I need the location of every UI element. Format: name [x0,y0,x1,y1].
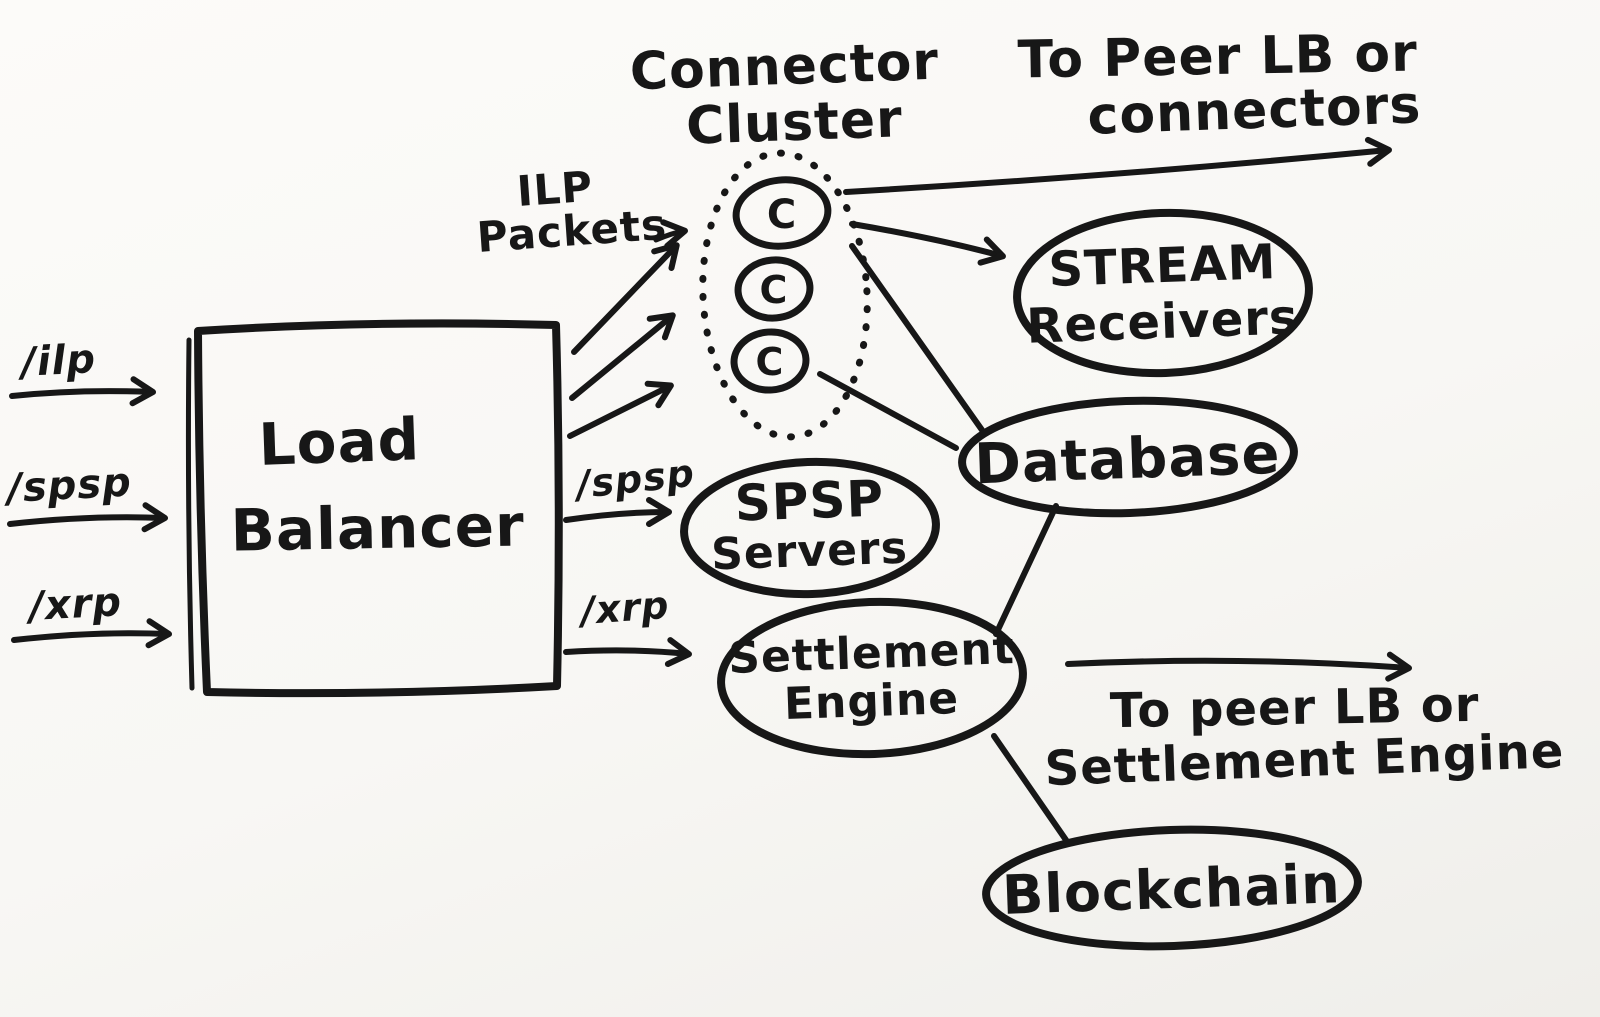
database-shape [958,396,1298,518]
stream-receivers-shape [1013,208,1313,378]
connector-cluster-boundary [699,149,871,441]
load-balancer-node: Load Balancer [185,319,563,698]
load-balancer-box-left-overstroke [185,337,195,691]
connector-cluster-title-line1: Connector [629,32,940,103]
load-balancer-label-line2: Balancer [230,491,525,564]
peer-settlement-edge: To peer LB or Settlement Engine [1044,651,1565,797]
spsp-servers-label-line1: SPSP [734,469,885,532]
xrp-edge-label: /xrp [576,583,671,633]
to-peer-connectors-arrow [843,136,1392,195]
stream-receivers-label-line2: Receivers [1026,289,1300,354]
ilp-packets-label-line1: ILP [515,162,594,216]
route-spsp-label: /spsp [2,460,133,513]
lb-to-spsp-arrow [563,497,672,528]
ilp-packets-label-group: ILP Packets [475,162,688,262]
peer-connectors-label-line1: To Peer LB or [1017,24,1418,91]
settlement-engine-node: /xrp Settlement Engine [563,503,1059,759]
settlement-to-blockchain-line [991,733,1069,843]
lb-to-cluster-arrow-2 [569,312,676,401]
incoming-routes: /ilp /spsp /xrp [2,336,172,649]
route-xrp-label: /xrp [24,579,123,630]
lb-to-cluster-arrow-3 [567,380,674,439]
database-label: Database [973,422,1281,498]
cluster-to-database-line-1 [849,243,985,433]
route-spsp-arrow [7,502,168,533]
spsp-servers-label-line2: Servers [710,523,908,581]
spsp-servers-shape [680,457,940,599]
peer-connectors-label-line2: connectors [1087,75,1423,147]
connector-node-2 [734,256,814,322]
blockchain-node: Blockchain [982,733,1362,951]
peer-settlement-label-line1: To peer LB or [1110,677,1480,739]
database-node: Database [817,243,1298,518]
stream-receivers-label-line1: STREAM [1048,234,1278,298]
connector-node-3 [730,328,810,394]
peer-connectors-edge: To Peer LB or connectors [843,24,1423,195]
load-balancer-label-line1: Load [257,405,421,479]
blockchain-shape [982,825,1362,951]
settlement-engine-label-line1: Settlement [727,623,1015,684]
route-ilp-label: /ilp [16,336,97,386]
connector-node-1 [732,176,832,250]
to-peer-settlement-arrow [1065,651,1412,682]
spsp-servers-node: /spsp SPSP Servers [563,451,940,599]
settlement-engine-shape [717,597,1027,759]
connector-node-2-label: C [760,268,789,312]
connector-cluster-node: Connector Cluster C C C [629,32,940,441]
lb-to-cluster-arrow-1 [571,242,680,355]
stream-receivers-node: STREAM Receivers [849,208,1313,378]
connector-node-1-label: C [767,192,797,238]
route-xrp-arrow [11,618,172,649]
database-to-settlement-line [993,503,1059,637]
load-balancer-box [194,319,563,698]
lb-to-cluster-arrows [567,242,680,439]
connector-cluster-title-line2: Cluster [685,89,904,157]
ilp-packets-arrow [653,219,688,249]
ilp-packets-label-line2: Packets [475,200,668,262]
cluster-to-database-line-2 [817,371,959,451]
blockchain-label: Blockchain [1001,852,1342,927]
connector-node-3-label: C [756,340,785,384]
settlement-engine-label-line2: Engine [783,673,960,730]
route-ilp-arrow [9,376,156,407]
lb-to-settlement-arrow [563,637,692,667]
spsp-edge-label: /spsp [570,451,696,508]
cluster-to-stream-arrow [849,221,1006,266]
